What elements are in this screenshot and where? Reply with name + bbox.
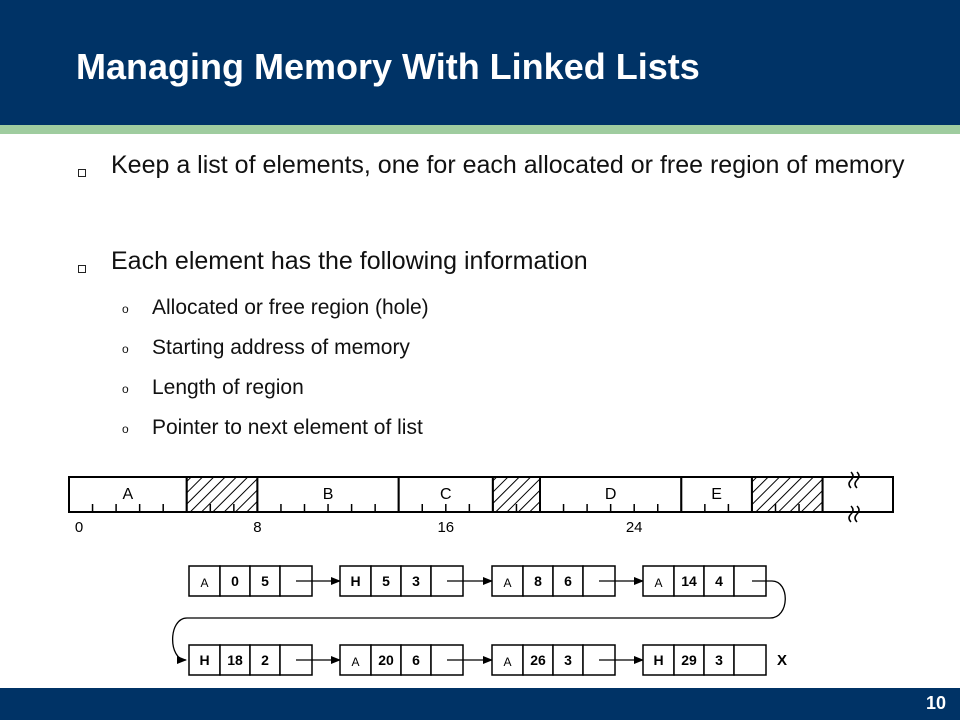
node-value: 5 — [261, 573, 269, 589]
node-value: 3 — [564, 652, 572, 668]
bullet-text-1: Keep a list of elements, one for each al… — [111, 151, 905, 179]
node-cell — [491, 644, 524, 676]
node-value: 29 — [681, 652, 697, 668]
node-cell — [400, 644, 432, 676]
segment-label: B — [323, 486, 334, 503]
segment-label: A — [123, 486, 134, 503]
node-value: 18 — [227, 652, 243, 668]
node-cell — [219, 565, 251, 597]
sub-bullet-text-1: Allocated or free region (hole) — [152, 296, 429, 319]
break-mark — [854, 505, 860, 523]
list-node: A 20 6 — [339, 644, 493, 676]
node-cell — [703, 644, 735, 676]
node-value: 0 — [231, 573, 239, 589]
node-value: H — [653, 652, 663, 668]
wrap-pointer-arrow — [172, 580, 786, 664]
node-cell — [522, 644, 554, 676]
node-cell — [400, 565, 432, 597]
node-cell — [642, 644, 675, 676]
bullet-square-icon — [78, 169, 86, 177]
node-cell — [339, 565, 372, 597]
bullet-text-2: Each element has the following informati… — [111, 247, 588, 275]
node-value: H — [350, 573, 360, 589]
node-value: A — [351, 655, 359, 669]
address-label: 16 — [437, 519, 454, 536]
node-value: 6 — [412, 652, 420, 668]
title-stripe — [0, 125, 960, 134]
segment-label: C — [440, 486, 452, 503]
node-value: A — [200, 576, 208, 590]
node-value: A — [654, 576, 662, 590]
list-node: A 26 3 — [491, 644, 644, 676]
address-label: 24 — [626, 519, 643, 536]
sub-bullet-marker: o — [122, 422, 129, 436]
title-bar — [0, 0, 960, 125]
node-cell — [339, 644, 372, 676]
memory-hole — [185, 476, 259, 513]
list-node: A 14 4 — [642, 565, 767, 597]
break-mark — [848, 505, 854, 523]
node-value: 6 — [564, 573, 572, 589]
memory-segment — [68, 476, 188, 513]
memory-bar: A B C D E 0 8 16 24 — [68, 471, 894, 536]
node-cell — [249, 565, 281, 597]
node-cell — [188, 565, 221, 597]
slide-title: Managing Memory With Linked Lists — [76, 46, 700, 87]
node-value: 4 — [715, 573, 723, 589]
list-node: H 5 3 — [339, 565, 493, 597]
address-label: 0 — [75, 519, 83, 536]
node-cell — [249, 644, 281, 676]
bullet-square-icon — [78, 265, 86, 273]
node-value: 20 — [378, 652, 394, 668]
sub-bullet-text-3: Length of region — [152, 376, 304, 399]
node-value: 8 — [534, 573, 542, 589]
node-cell — [522, 565, 554, 597]
sub-bullet-text-4: Pointer to next element of list — [152, 416, 423, 439]
list-node: H 29 3 X — [642, 644, 787, 676]
node-value: 26 — [530, 652, 546, 668]
node-value: A — [503, 655, 511, 669]
node-value: 3 — [715, 652, 723, 668]
node-cell — [188, 644, 221, 676]
list-node: H 18 2 — [188, 644, 341, 676]
break-mark — [854, 471, 860, 489]
node-value: H — [199, 652, 209, 668]
node-cell — [703, 565, 735, 597]
segment-label: E — [711, 486, 722, 503]
node-value: A — [503, 576, 511, 590]
memory-hole — [750, 476, 824, 513]
node-cell — [733, 644, 767, 676]
page-number: 10 — [925, 693, 946, 713]
node-value: 2 — [261, 652, 269, 668]
sub-bullet-marker: o — [122, 302, 129, 316]
memory-segment — [680, 476, 753, 513]
sub-bullet-marker: o — [122, 382, 129, 396]
node-value: 5 — [382, 573, 390, 589]
sub-bullet-marker: o — [122, 342, 129, 356]
node-cell — [552, 644, 584, 676]
list-node: A 0 5 — [188, 565, 341, 597]
node-value: 3 — [412, 573, 420, 589]
list-node: A 8 6 — [491, 565, 644, 597]
node-cell — [673, 565, 705, 597]
list-end-marker: X — [777, 652, 787, 669]
break-mark — [848, 471, 854, 489]
footer-bar: 10 — [0, 688, 960, 720]
segment-label: D — [605, 486, 617, 503]
address-label: 8 — [253, 519, 261, 536]
node-value: 14 — [681, 573, 697, 589]
sub-bullet-text-2: Starting address of memory — [152, 336, 410, 359]
